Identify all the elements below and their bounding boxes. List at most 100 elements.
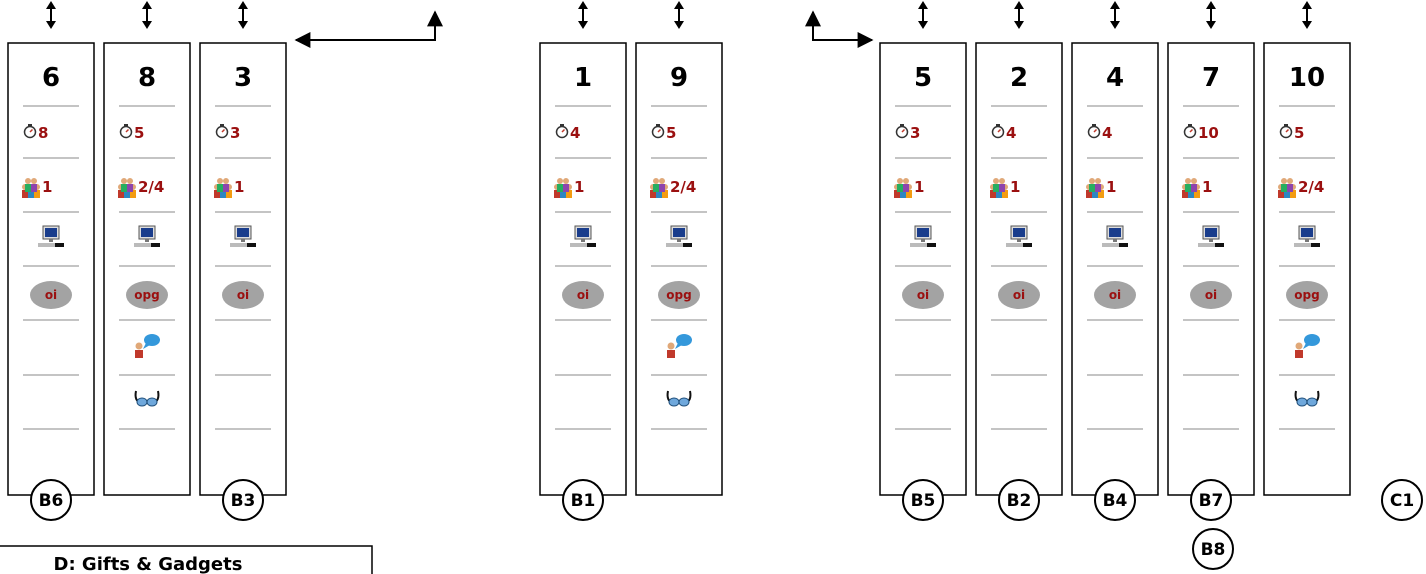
column-number: 9 (670, 63, 688, 93)
computer-icon (230, 225, 256, 247)
tag-pill (902, 281, 944, 309)
column-number: 7 (1202, 63, 1220, 93)
people-group-icon (554, 178, 572, 198)
connector-arrow-left (294, 10, 443, 48)
tag-label: oi (1109, 288, 1121, 302)
people-count: 1 (1202, 178, 1212, 196)
computer-icon (570, 225, 596, 247)
updown-arrow-icon (1014, 1, 1024, 29)
tag-pill (1094, 281, 1136, 309)
people-group-icon (118, 178, 136, 198)
updown-arrow-icon (674, 1, 684, 29)
computer-icon (910, 225, 936, 247)
updown-arrow-icon (46, 1, 56, 29)
badge-label: B6 (39, 491, 64, 511)
badge-b3: B3 (222, 479, 264, 521)
column-frame (1071, 42, 1159, 496)
badge-b1: B1 (562, 479, 604, 521)
column-frame (1167, 42, 1255, 496)
badge-label: C1 (1390, 491, 1414, 511)
timer-value: 3 (910, 124, 920, 142)
computer-icon (38, 225, 64, 247)
badge-b6: B6 (30, 479, 72, 521)
badge-b4: B4 (1094, 479, 1136, 521)
people-count: 1 (42, 178, 52, 196)
timer-value: 3 (230, 124, 240, 142)
stopwatch-icon (1183, 124, 1197, 139)
column-frame (7, 42, 95, 496)
computer-icon (134, 225, 160, 247)
tag-label: opg (134, 288, 159, 302)
tag-label: oi (45, 288, 57, 302)
person-speech-icon (667, 334, 692, 358)
stopwatch-icon (119, 124, 133, 139)
people-group-icon (1086, 178, 1104, 198)
column-frame (103, 42, 191, 496)
tag-pill (1190, 281, 1232, 309)
computer-icon (666, 225, 692, 247)
person-speech-icon (1295, 334, 1320, 358)
timer-value: 8 (38, 124, 48, 142)
tag-pill (126, 281, 168, 309)
column-frame (975, 42, 1063, 496)
column-number: 6 (42, 63, 60, 93)
updown-arrow-icon (578, 1, 588, 29)
tag-label: oi (1013, 288, 1025, 302)
timer-value: 10 (1198, 124, 1219, 142)
stopwatch-icon (1279, 124, 1293, 139)
stopwatch-icon (215, 124, 229, 139)
footer-label: D: Gifts & Gadgets (54, 554, 243, 574)
people-group-icon (22, 178, 40, 198)
stopwatch-icon (991, 124, 1005, 139)
badge-label: B7 (1199, 491, 1224, 511)
tag-pill (658, 281, 700, 309)
timer-value: 4 (570, 124, 580, 142)
updown-arrow-icon (918, 1, 928, 29)
tag-pill (30, 281, 72, 309)
connector-arrow-right (805, 10, 874, 48)
badge-label: B1 (571, 491, 596, 511)
column-number: 5 (914, 63, 932, 93)
people-count: 1 (1106, 178, 1116, 196)
tag-pill (998, 281, 1040, 309)
people-count: 1 (574, 178, 584, 196)
column-frame (635, 42, 723, 496)
tag-pill (222, 281, 264, 309)
people-count: 2/4 (670, 178, 696, 196)
computer-icon (1006, 225, 1032, 247)
column-number: 3 (234, 63, 252, 93)
badge-label: B4 (1103, 491, 1128, 511)
people-group-icon (650, 178, 668, 198)
column-number: 10 (1289, 63, 1325, 93)
people-group-icon (1278, 178, 1296, 198)
updown-arrow-icon (1110, 1, 1120, 29)
stopwatch-icon (651, 124, 665, 139)
people-count: 2/4 (1298, 178, 1324, 196)
tag-label: oi (1205, 288, 1217, 302)
updown-arrow-icon (1302, 1, 1312, 29)
badge-label: B5 (911, 491, 936, 511)
columns: 681oiB6852/4opg331oiB3141oiB1952/4opg531… (7, 1, 1351, 521)
stopwatch-icon (895, 124, 909, 139)
column-number: 4 (1106, 63, 1124, 93)
column-number: 2 (1010, 63, 1028, 93)
stopwatch-icon (23, 124, 37, 139)
computer-icon (1102, 225, 1128, 247)
badge-c1: C1 (1381, 479, 1423, 521)
glasses-icon (1294, 390, 1320, 407)
glasses-icon (134, 390, 160, 407)
updown-arrow-icon (1206, 1, 1216, 29)
badge-b7: B7 (1190, 479, 1232, 521)
computer-icon (1198, 225, 1224, 247)
badge-label: B8 (1201, 540, 1226, 560)
people-group-icon (894, 178, 912, 198)
badge-b2: B2 (998, 479, 1040, 521)
